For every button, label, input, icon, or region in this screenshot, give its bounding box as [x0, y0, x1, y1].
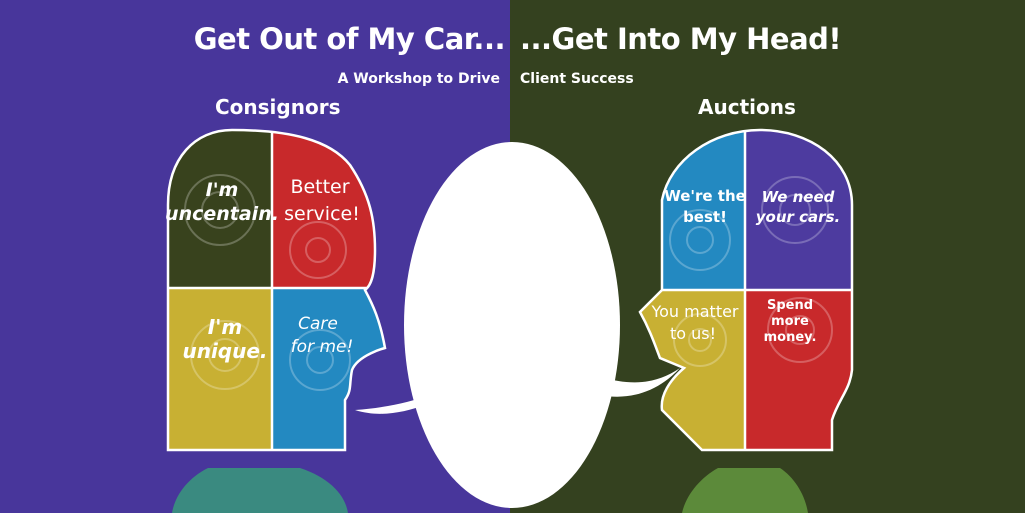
auction-q1-line1: We're the: [664, 187, 746, 205]
consignor-q4-line1: Care: [298, 314, 338, 334]
consignor-head: [168, 130, 385, 450]
consignor-neck: [172, 468, 348, 513]
auctions-label: Auctions: [698, 95, 796, 119]
consignor-texts: I'm uncentain. Better service! I'm uniqu…: [165, 176, 360, 363]
auction-q2-line1: We need: [762, 188, 835, 206]
subtitle-right: Client Success: [520, 71, 634, 87]
consignor-q4-line2: for me!: [291, 337, 354, 357]
auction-q2-line2: your cars.: [756, 208, 840, 226]
auction-q4-line2: more: [771, 314, 809, 329]
consignor-q1-line1: I'm: [206, 179, 239, 201]
consignor-q3-line2: unique.: [182, 339, 267, 363]
subtitle-left: A Workshop to Drive: [337, 71, 500, 87]
auction-texts: We're the best! We need your cars. You m…: [650, 187, 840, 345]
consignor-quadrant-1: [168, 130, 272, 288]
title-left: Get Out of My Car...: [193, 22, 506, 56]
consignor-q2-line1: Better: [290, 176, 349, 198]
title-right: ...Get Into My Head!: [520, 22, 842, 56]
auction-q3-line2: to us!: [670, 324, 716, 343]
consignor-q3-line1: I'm: [208, 315, 242, 339]
consignor-quadrant-3: [168, 288, 272, 450]
consignor-q1-line2: uncentain.: [165, 203, 279, 225]
auction-q4-line1: Spend: [767, 298, 813, 313]
auction-neck: [682, 468, 808, 513]
auction-q3-line1: You matter: [650, 302, 738, 321]
gear-icon: [184, 174, 351, 391]
gear-icon: [669, 176, 833, 367]
auction-q1-line2: best!: [683, 208, 727, 226]
consignors-label: Consignors: [215, 95, 341, 119]
consignor-q2-line2: service!: [284, 203, 360, 225]
speech-bubble: [355, 142, 680, 508]
auction-q4-line3: money.: [764, 330, 817, 345]
